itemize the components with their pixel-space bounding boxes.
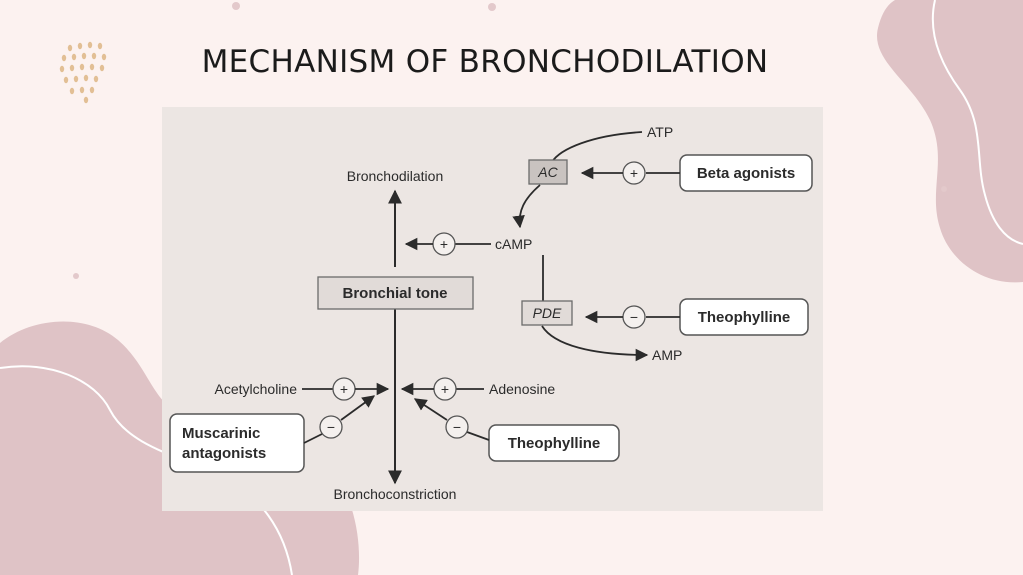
label-bronchodilation: Bronchodilation: [347, 168, 444, 184]
decor-dot: [232, 2, 240, 10]
pde-to-amp-arrow: [541, 325, 649, 362]
bronchial-tone-box: [317, 276, 474, 310]
label-theophylline-bottom: Theophylline: [508, 435, 601, 452]
plus-sign-ach: +: [340, 381, 348, 397]
minus-sign-theo-bottom: −: [453, 419, 461, 435]
decor-dot: [73, 273, 79, 279]
minus-circle-theo-bottom: [445, 415, 469, 439]
label-camp: cAMP: [495, 236, 532, 252]
theophylline-bottom-box: [488, 424, 620, 462]
minus-to-adenosine-arrow: [413, 398, 448, 421]
ac-box: [528, 159, 568, 185]
minus-circle-muscarinic: [319, 415, 343, 439]
label-theophylline-top: Theophylline: [698, 309, 791, 326]
minus-sign-muscarinic: −: [327, 419, 335, 435]
muscarinic-to-minus-line: [303, 433, 323, 444]
muscarinic-antagonists-box: [169, 413, 305, 473]
label-adenosine: Adenosine: [489, 381, 555, 397]
label-bronchoconstriction: Bronchoconstriction: [334, 486, 457, 502]
bottom-left-blob-outline: [0, 365, 293, 575]
minus-sign-theo-top: −: [630, 309, 638, 325]
pde-box: [521, 300, 573, 326]
top-right-blob-outline: [931, 0, 1023, 245]
minus-to-ach-arrow: [340, 395, 376, 421]
decor-dot: [488, 3, 496, 11]
plus-sign-camp: +: [440, 236, 448, 252]
ac-to-camp-arrow: [512, 184, 541, 229]
atp-to-ac-curve: [551, 131, 643, 163]
plus-sign-adenosine: +: [441, 381, 449, 397]
label-muscarinic-line1: Muscarinic: [182, 425, 260, 442]
label-bronchial-tone: Bronchial tone: [342, 285, 447, 302]
label-muscarinic-line2: antagonists: [182, 445, 266, 462]
label-atp: ATP: [647, 124, 673, 140]
slide-title: MECHANISM OF BRONCHODILATION: [201, 44, 769, 80]
bronchodilation-diagram: Bronchodilation Bronchoconstriction Bron…: [169, 124, 813, 502]
label-ac: AC: [537, 164, 558, 180]
label-acetylcholine: Acetylcholine: [215, 381, 298, 397]
dots-pattern-icon: [59, 41, 107, 104]
top-right-blob: [876, 0, 1023, 283]
decor-dot: [941, 186, 947, 192]
label-amp: AMP: [652, 347, 682, 363]
theo-bottom-to-minus-line: [466, 431, 490, 441]
label-beta-agonists: Beta agonists: [697, 165, 795, 182]
label-pde: PDE: [533, 305, 562, 321]
diagram-panel: Bronchodilation Bronchoconstriction Bron…: [162, 107, 823, 511]
plus-sign-beta: +: [630, 165, 638, 181]
